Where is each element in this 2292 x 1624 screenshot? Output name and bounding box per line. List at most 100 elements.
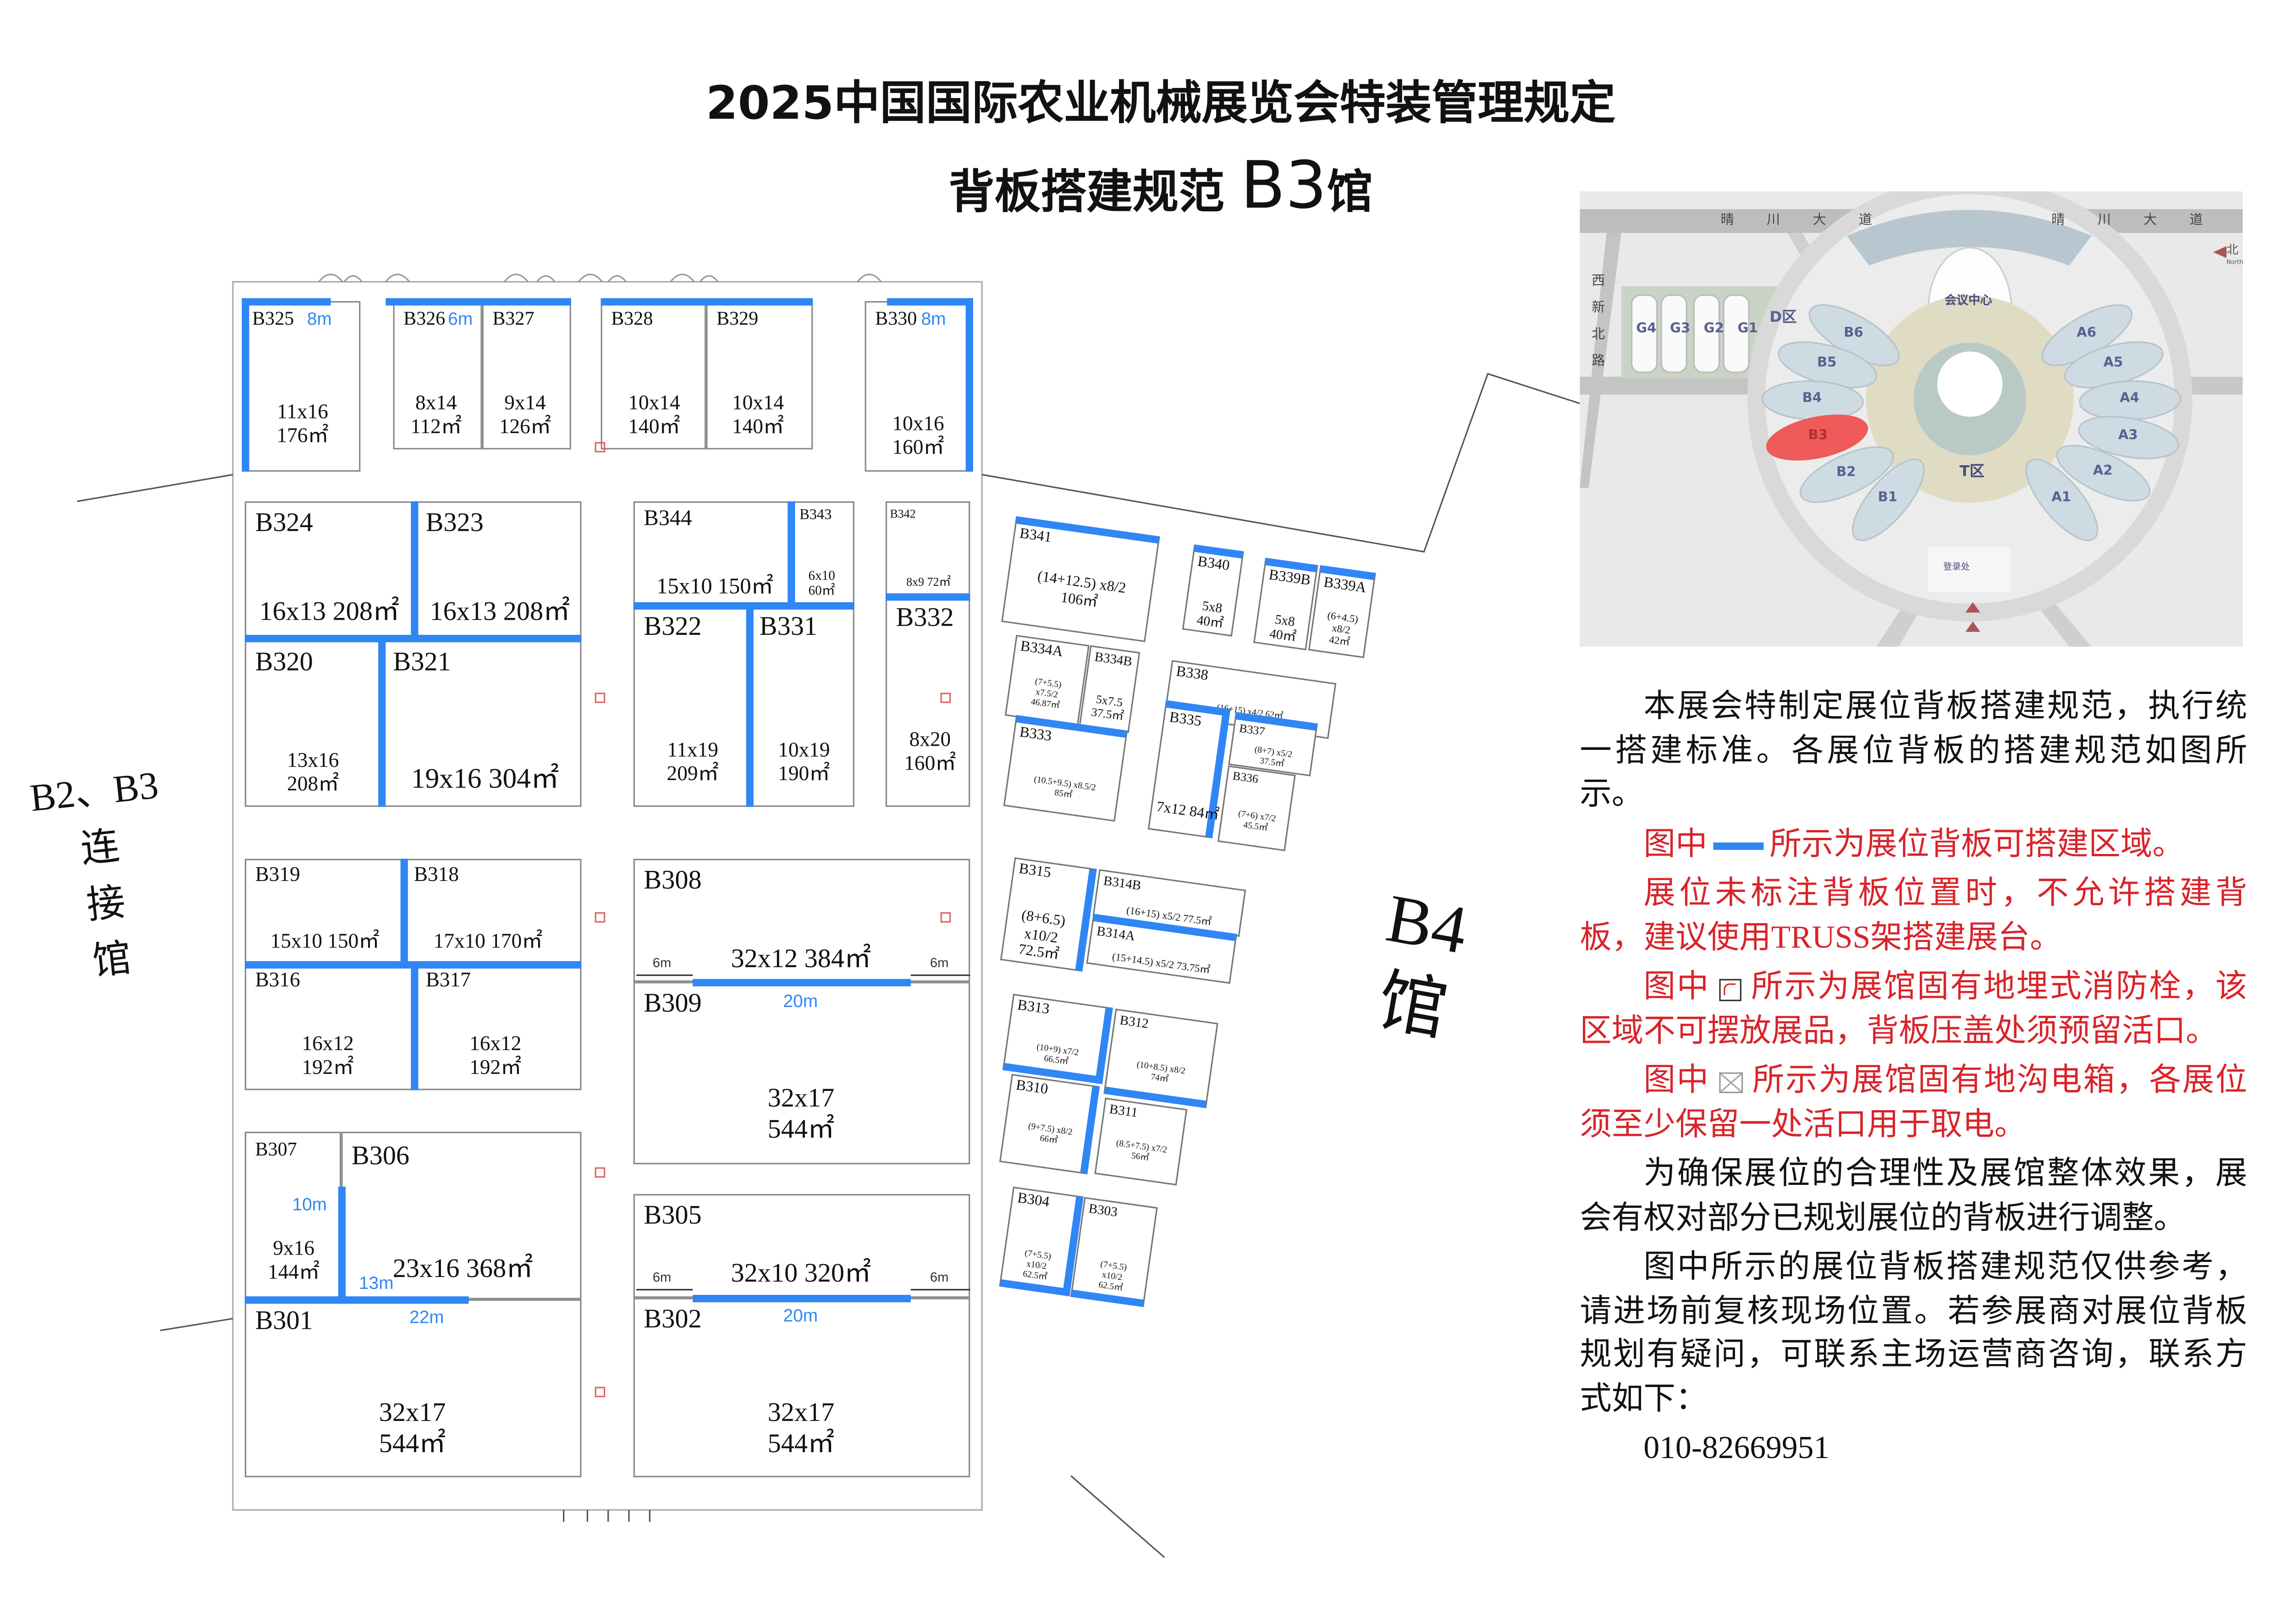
booth-name: B311 <box>1108 1101 1139 1120</box>
booth-B307[interactable]: B307 <box>244 1131 342 1299</box>
booth-B302[interactable]: B302 <box>633 1298 970 1477</box>
booth-name: B322 <box>644 611 702 641</box>
booth-B332[interactable]: B332 <box>885 596 970 807</box>
booth-name: B334A <box>1019 639 1064 661</box>
booth-B326[interactable]: B326 <box>393 301 482 450</box>
notes-panel: 本展会特制定展位背板搭建规范，执行统一搭建标准。各展位背板的搭建规范如图所示。 … <box>1580 685 2247 1476</box>
booth-name: B313 <box>1016 997 1051 1018</box>
backboard-zone <box>601 298 813 306</box>
booth-name: B305 <box>644 1200 702 1230</box>
booth-name: B337 <box>1238 721 1266 738</box>
booth-B309[interactable]: B309 <box>633 982 970 1165</box>
booth-B325[interactable]: B325 <box>242 301 361 472</box>
fire-hydrant-icon <box>595 1167 606 1178</box>
fire-hydrant-icon <box>595 442 606 452</box>
booth-name: B314B <box>1102 873 1142 893</box>
dimension-label: 22m <box>409 1306 444 1328</box>
backboard-zone <box>242 298 331 306</box>
booth-name: B308 <box>644 864 702 895</box>
booth-B328[interactable]: B328 <box>601 301 706 450</box>
hall-label: A1 <box>2051 491 2072 506</box>
dimension-label: 6m <box>652 1269 672 1285</box>
booth-B308[interactable]: B308 <box>633 859 970 982</box>
booth-name: B323 <box>425 507 484 537</box>
booth-B331[interactable]: B331 <box>749 605 854 807</box>
booth-B321[interactable]: B321 <box>382 640 582 807</box>
booth-name: B325 <box>252 307 294 330</box>
booth-name: B326 <box>403 307 446 330</box>
venue-map-drawing <box>1580 191 2243 647</box>
booth-B317[interactable]: B317 <box>415 964 582 1090</box>
note-no-backboard: 展位未标注背板位置时，不允许搭建背板，建议使用TRUSS架搭建展台。 <box>1580 875 2248 955</box>
backboard-zone <box>411 501 419 641</box>
electric-box-icon <box>1719 1072 1742 1094</box>
booth-B327[interactable]: B327 <box>482 301 571 450</box>
booth-B320[interactable]: B320 <box>244 640 383 807</box>
road-label-qingchuan: 晴川大道 <box>2051 213 2236 229</box>
booth-name: B318 <box>413 864 459 887</box>
dimension-label: 6m <box>930 955 949 970</box>
booth-B324[interactable]: B324 <box>244 501 416 641</box>
booth-name: B341 <box>1018 526 1053 547</box>
booth-name: B339B <box>1267 567 1312 589</box>
backboard-zone <box>633 602 854 610</box>
booth-name: B327 <box>492 307 534 330</box>
booth-name: B328 <box>611 307 653 330</box>
dimension-label: 20m <box>783 991 818 1012</box>
note-electric-box: 图中所示为展馆固有地沟电箱，各展位须至少保留一处活口用于取电。 <box>1580 1062 2248 1142</box>
fire-hydrant-icon <box>595 1387 606 1398</box>
booth-B316[interactable]: B316 <box>244 964 416 1090</box>
booth-size: 19x16 304㎡ <box>411 764 559 795</box>
hall-label: A6 <box>2077 326 2097 341</box>
booth-B306[interactable]: B306 <box>341 1131 582 1299</box>
booth-size: 32x10 320㎡ <box>731 1258 871 1288</box>
hall-label-b3: B3 <box>1808 429 1828 444</box>
note-backboard-legend: 图中所示为展位背板可搭建区域。 <box>1643 825 2184 861</box>
road-label-xixinbei: 西新北路 <box>1592 274 1605 369</box>
booth-size: 15x10 150㎡ <box>656 575 774 600</box>
booth-name: B310 <box>1014 1078 1049 1099</box>
backboard-zone <box>693 979 911 986</box>
backboard-zone <box>411 964 419 1090</box>
dimension-label: 6m <box>448 308 473 330</box>
page-title: 2025中国国际农业机械展览会特装管理规定 <box>705 77 1616 131</box>
booth-name: B316 <box>255 970 300 992</box>
booth-name: B340 <box>1196 554 1231 575</box>
note-intro: 本展会特制定展位背板搭建规范，执行统一搭建标准。各展位背板的搭建规范如图所示。 <box>1580 688 2248 812</box>
backboard-zone <box>746 605 754 807</box>
booth-size: 16x13 208㎡ <box>259 596 400 626</box>
fire-hydrant-icon <box>595 693 606 703</box>
conference-center-label: 会议中心 <box>1945 293 1992 307</box>
booth-B342[interactable]: B342 <box>885 501 970 596</box>
hall-label: B6 <box>1844 326 1863 341</box>
booth-B305[interactable]: B305 <box>633 1194 970 1298</box>
booth-B343[interactable]: B343 <box>790 501 854 606</box>
dimension-label: 6m <box>930 1269 949 1285</box>
booth-name: B321 <box>393 646 451 677</box>
booth-name: B319 <box>255 864 300 887</box>
booth-name: B315 <box>1018 861 1052 882</box>
booth-name: B329 <box>716 307 759 330</box>
contact-phone[interactable]: 010-82669951 <box>1643 1430 1830 1466</box>
backboard-zone <box>400 859 408 964</box>
booth-B319[interactable]: B319 <box>244 859 404 964</box>
